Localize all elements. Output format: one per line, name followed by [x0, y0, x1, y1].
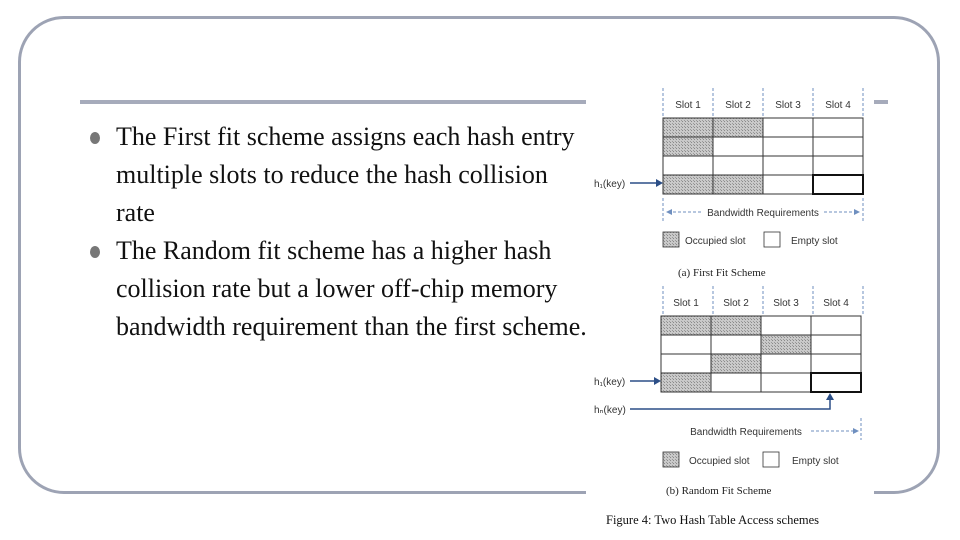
bullet-dot-icon [90, 246, 100, 258]
slot-label: Slot 1 [673, 298, 699, 309]
figure-caption: Figure 4: Two Hash Table Access schemes [606, 513, 819, 527]
occupied-slot [662, 174, 714, 195]
empty-slot [812, 155, 864, 176]
hash-table-figure: Slot 1 Slot 2 Slot 3 Slot 4 h₁(key) Band… [586, 88, 874, 540]
empty-slot [712, 155, 764, 176]
random-fit-caption: (b) Random Fit Scheme [666, 485, 772, 497]
empty-slot [710, 334, 762, 355]
empty-slot [810, 315, 862, 336]
occupied-slot [712, 174, 764, 195]
slot-label: Slot 4 [825, 100, 851, 111]
slide-frame [18, 16, 940, 494]
occupied-slot [662, 117, 714, 138]
slot-label: Slot 3 [773, 298, 799, 309]
arrow-icon [656, 179, 663, 187]
bullet-item: The Random fit scheme has a higher hash … [88, 232, 588, 346]
hash-function-label: h₁(key) [594, 179, 625, 190]
target-slot [810, 372, 862, 393]
empty-slot [712, 136, 764, 157]
empty-slot [810, 353, 862, 374]
bullet-list: The First fit scheme assigns each hash e… [88, 118, 588, 346]
slot-label: Slot 3 [775, 100, 801, 111]
empty-slot [760, 372, 812, 393]
empty-slot [660, 353, 712, 374]
empty-legend-label: Empty slot [792, 456, 839, 467]
occupied-slot [662, 136, 714, 157]
empty-slot [812, 117, 864, 138]
target-slot [812, 174, 864, 195]
bullet-text: The Random fit scheme has a higher hash … [116, 236, 587, 341]
empty-slot [810, 372, 862, 393]
slot-label: Slot 4 [823, 298, 849, 309]
first-fit-caption: (a) First Fit Scheme [678, 267, 766, 279]
empty-slot [662, 155, 714, 176]
random-fit-table [660, 315, 862, 393]
empty-slot [762, 136, 814, 157]
slot-label: Slot 1 [675, 100, 701, 111]
empty-slot [710, 372, 762, 393]
occupied-slot [710, 315, 762, 336]
random-fit-diagram: Slot 1 Slot 2 Slot 3 Slot 4 h₁(key) hₙ(k… [594, 286, 864, 497]
hash-table-diagram: Slot 1 Slot 2 Slot 3 Slot 4 h₁(key) Band… [594, 88, 864, 527]
bandwidth-label: Bandwidth Requirements [690, 427, 802, 438]
empty-swatch [762, 451, 780, 468]
occupied-slot [660, 315, 712, 336]
hash-function-2-label: hₙ(key) [594, 405, 626, 416]
occupied-slot [660, 372, 712, 393]
empty-slot [762, 174, 814, 195]
slot-label: Slot 2 [725, 100, 751, 111]
bullet-item: The First fit scheme assigns each hash e… [88, 118, 588, 232]
empty-slot [812, 136, 864, 157]
empty-slot [812, 174, 864, 195]
occupied-swatch [662, 451, 680, 468]
occupied-legend-label: Occupied slot [685, 236, 746, 247]
empty-slot [760, 353, 812, 374]
occupied-swatch [662, 231, 680, 248]
arrow-right-icon [854, 209, 860, 215]
arrow-up-icon [826, 393, 834, 400]
title-rule [80, 100, 888, 104]
hash-function-1-label: h₁(key) [594, 377, 625, 388]
occupied-slot [712, 117, 764, 138]
slot-label: Slot 2 [723, 298, 749, 309]
bullet-text: The First fit scheme assigns each hash e… [116, 122, 575, 227]
empty-slot [810, 334, 862, 355]
arrow-right-icon [853, 428, 859, 434]
occupied-slot [760, 334, 812, 355]
arrow-left-icon [666, 209, 672, 215]
empty-slot [660, 334, 712, 355]
bandwidth-label: Bandwidth Requirements [707, 208, 819, 219]
empty-legend-label: Empty slot [791, 236, 838, 247]
first-fit-table [662, 117, 864, 195]
occupied-legend-label: Occupied slot [689, 456, 750, 467]
empty-slot [760, 315, 812, 336]
empty-swatch [763, 231, 781, 248]
bullet-dot-icon [90, 132, 100, 144]
empty-slot [762, 117, 814, 138]
arrow-icon [654, 377, 661, 385]
first-fit-diagram: Slot 1 Slot 2 Slot 3 Slot 4 h₁(key) Band… [594, 88, 864, 279]
occupied-slot [710, 353, 762, 374]
empty-slot [762, 155, 814, 176]
